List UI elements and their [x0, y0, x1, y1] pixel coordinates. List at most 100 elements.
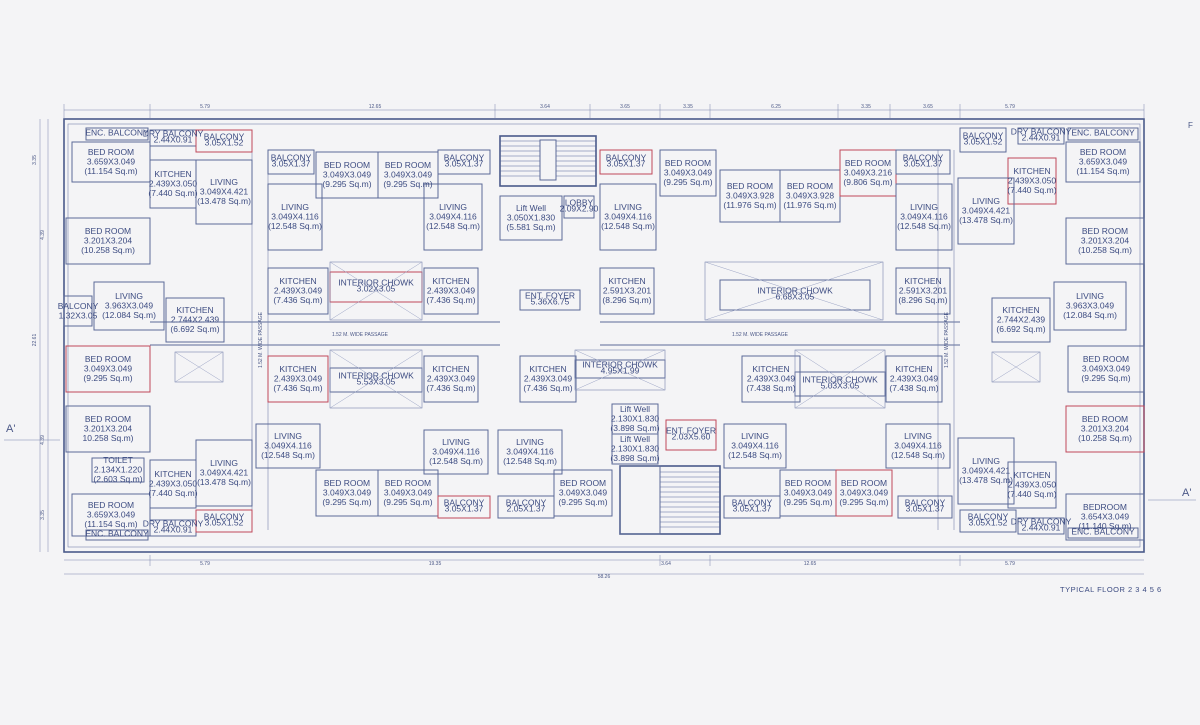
room-area: (12.548 Sq.m) [429, 456, 483, 466]
room-name: INTERIOR CHOWK [757, 286, 833, 296]
room-size: 3.049X4.116 [432, 447, 480, 457]
room-size: 3.049X3.049 [384, 488, 432, 498]
dim-bottom-2: 19.35 [429, 561, 442, 567]
room-outline [85, 127, 149, 141]
room-outline [377, 151, 439, 199]
room-area: (12.084 Sq.m) [1063, 310, 1117, 320]
room-outline [599, 267, 655, 315]
room-name: BED ROOM [85, 354, 131, 364]
room-size: 3.05X1.37 [272, 159, 311, 169]
room-size: 3.05X1.37 [607, 159, 646, 169]
chowk-diagonals [174, 261, 1041, 409]
room-outline [885, 355, 943, 403]
room-area: (11.154 Sq.m) [84, 166, 137, 176]
room-size: 2.744X2.439 [997, 315, 1045, 325]
dim-top-4: 3.65 [620, 104, 630, 110]
room-name: BALCONY [732, 498, 773, 508]
room-name: Lift Well [516, 203, 546, 213]
room-area: (10.258 Sq.m) [1078, 245, 1132, 255]
room-name: LIVING [115, 291, 143, 301]
room-name: Lift Well [620, 434, 650, 444]
dim-top-2: 12.65 [369, 104, 382, 110]
room-area: (7.438 Sq.m) [746, 383, 795, 393]
room-name: BALCONY [606, 153, 647, 163]
room-area: (11.154 Sq.m) [84, 519, 137, 529]
room-size: 3.049X4.116 [900, 212, 948, 222]
dim-bottom-1: 5.79 [200, 561, 210, 567]
corner-mark: F [1188, 121, 1193, 130]
room-area: (9.295 Sq.m) [322, 179, 371, 189]
room-area: (3.898 Sq.m) [610, 423, 659, 433]
room-name: BALCONY [903, 153, 944, 163]
room-area: (11.140 Sq.m) [1078, 521, 1131, 531]
room-size: 3.049X3.928 [786, 191, 834, 201]
room-size: 2.439X3.050 [149, 479, 197, 489]
room-size: 4.95X1.99 [601, 366, 640, 376]
section-mark-left: A' [6, 423, 15, 435]
room-size: 3.05X1.52 [205, 138, 244, 148]
room-name: BED ROOM [727, 181, 773, 191]
room-size: 2.44X0.91 [1022, 133, 1061, 143]
corridor-label-left: 1.52 M. WIDE PASSAGE [332, 332, 389, 338]
room-name: BALCONY [444, 498, 485, 508]
dim-left-1: 3.35 [32, 155, 38, 165]
section-mark-right: A' [1182, 487, 1191, 499]
corridor-label-vertical-right: 1.52 M. WIDE PASSAGE [944, 311, 950, 368]
room-name: KITCHEN [432, 276, 469, 286]
room-size: 3.02X3.05 [357, 284, 396, 294]
room-name: BED ROOM [560, 478, 606, 488]
room-name: DRY BALCONY [1011, 127, 1072, 137]
room-name: BALCONY [444, 153, 485, 163]
room-outline [423, 183, 483, 251]
top-dimension-chain: 5.79 12.65 3.64 3.65 3.35 6.25 3.35 3.65… [63, 104, 1145, 118]
room-name: BED ROOM [324, 160, 370, 170]
room-name: KITCHEN [904, 276, 941, 286]
room-size: 3.049X3.049 [323, 488, 371, 498]
room-name: ENC. BALCONY [85, 128, 149, 138]
room-size: 2.591X3.201 [899, 286, 947, 296]
room-outline [611, 433, 659, 465]
room-size: 3.201X3.204 [1081, 424, 1129, 434]
room-name: DRY BALCONY [143, 519, 204, 529]
room-size: 3.050X1.830 [507, 213, 555, 223]
room-name: DRY BALCONY [1011, 517, 1072, 527]
room-area: (7.436 Sq.m) [426, 383, 475, 393]
room-size: 2.134X1.220 [94, 465, 142, 475]
room-outline [957, 437, 1015, 505]
room-size: 3.201X3.204 [84, 236, 132, 246]
room-area: (7.440 Sq.m) [1007, 185, 1056, 195]
corridor-lines [150, 150, 960, 530]
room-name: BALCONY [968, 512, 1009, 522]
room-size: 3.049X3.049 [323, 170, 371, 180]
room-area: (11.976 Sq.m) [723, 200, 776, 210]
room-outline [497, 429, 563, 475]
room-outline [553, 469, 613, 517]
room-name: LIVING [1076, 291, 1104, 301]
dim-left-3: 22.61 [32, 334, 38, 347]
room-outline [1017, 517, 1065, 535]
room-name: BALCONY [271, 153, 312, 163]
room-outline [741, 355, 801, 403]
corridor-label-right: 1.52 M. WIDE PASSAGE [732, 332, 789, 338]
outer-building-outline [63, 118, 1145, 553]
room-size: 3.049X4.116 [604, 212, 652, 222]
room-area: (12.548 Sq.m) [601, 221, 655, 231]
room-outline [957, 177, 1015, 245]
room-outline [895, 267, 951, 315]
room-name: ENC. BALCONY [85, 529, 149, 539]
room-area: (12.548 Sq.m) [503, 456, 557, 466]
room-outline [377, 469, 439, 517]
room-name: KITCHEN [432, 364, 469, 374]
room-outline [437, 149, 491, 175]
room-size: 3.659X3.049 [87, 157, 135, 167]
room-area: (8.296 Sq.m) [602, 295, 651, 305]
room-name: BED ROOM [1082, 226, 1128, 236]
room-size: 3.963X3.049 [105, 301, 153, 311]
room-name: LIVING [904, 431, 932, 441]
room-name: LIVING [210, 458, 238, 468]
corridor-label-vertical-left: 1.52 M. WIDE PASSAGE [258, 311, 264, 368]
room-size: 3.049X3.049 [84, 364, 132, 374]
room-name: KITCHEN [1013, 470, 1050, 480]
